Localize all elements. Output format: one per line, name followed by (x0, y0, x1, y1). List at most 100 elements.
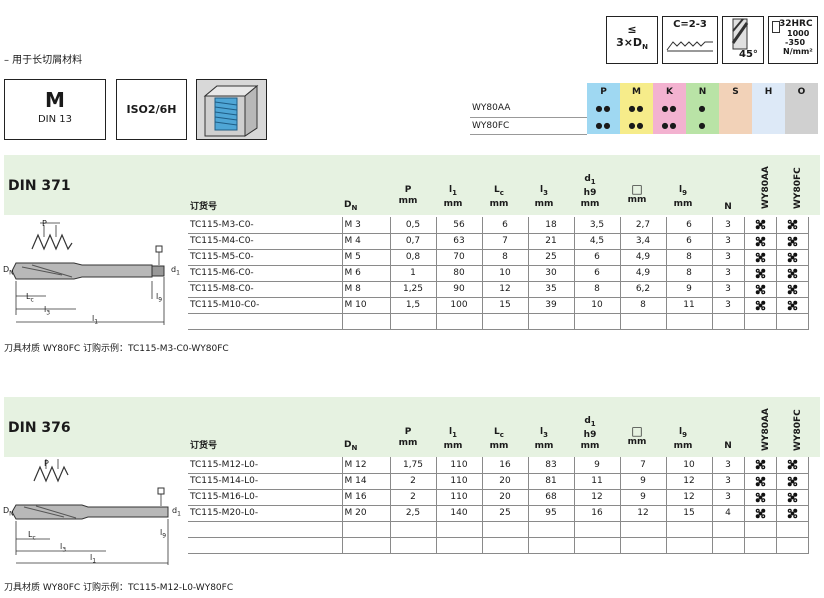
col-header-unit: mm (443, 198, 463, 209)
grade-label: WY80FC (470, 117, 587, 135)
cell-sq: 4,9 (620, 249, 667, 266)
availability-icon (744, 473, 777, 490)
cell-lc: 10 (482, 265, 529, 282)
cell-l3: 81 (528, 473, 575, 490)
cell-d1: 10 (574, 297, 621, 314)
col-header-l3-sub: 3 (543, 430, 548, 439)
cell-l9: 6 (666, 233, 713, 250)
cell-lc: 25 (482, 505, 529, 522)
col-header-l1-sub: 1 (452, 430, 457, 439)
cell-d1: 12 (574, 489, 621, 506)
suitability-dots: ●● (653, 100, 686, 117)
cell-empty (776, 521, 809, 538)
cell-d1: 9 (574, 457, 621, 474)
chamfer-label: C=2-3 (673, 19, 707, 30)
col-header-d1-sub: 1 (590, 419, 596, 428)
availability-icon (776, 233, 809, 250)
col-header-grade-wy80fc: WY80FC (793, 409, 803, 451)
section-title-din376: DIN 376 (8, 420, 71, 436)
cell-l3: 68 (528, 489, 575, 506)
col-header-unit: mm (627, 437, 647, 447)
cell-l1: 110 (436, 489, 483, 506)
cell-sq: 9 (620, 489, 667, 506)
drawing-label-dn-sub: N (9, 510, 14, 518)
cell-d1: 11 (574, 473, 621, 490)
cell-dn: M 6 (342, 265, 391, 282)
cell-p: 1,75 (390, 457, 437, 474)
col-header-d1: d (584, 416, 591, 426)
hardness-line3: -350 (785, 38, 806, 47)
col-header-unit: mm (489, 440, 509, 451)
cell-p: 1,25 (390, 281, 437, 298)
cell-l1: 140 (436, 505, 483, 522)
cell-d1: 4,5 (574, 233, 621, 250)
col-header-grade-wy80fc: WY80FC (793, 167, 803, 209)
cell-p: 1,5 (390, 297, 437, 314)
cell-empty (776, 537, 809, 554)
suitability-empty (785, 117, 818, 134)
hardness-bar-icon (772, 21, 780, 33)
drawing-label-l1: l (90, 553, 93, 562)
cell-d1 (574, 521, 621, 538)
drawing-label-d1-sub: 1 (177, 510, 181, 518)
col-header-p: P (404, 185, 412, 195)
cell-dn: M 20 (342, 505, 391, 522)
suitability-dots: ●● (620, 100, 653, 117)
drawing-label-l3: l (60, 542, 63, 551)
cell-p (390, 537, 437, 554)
cell-l3: 83 (528, 457, 575, 474)
cell-sq: 12 (620, 505, 667, 522)
cell-empty (744, 521, 777, 538)
suitability-empty (719, 117, 752, 134)
drawing-label-l1: l (92, 314, 95, 323)
col-header-unit: mm (534, 198, 554, 209)
cell-dn (342, 313, 391, 330)
helix-label: 45° (739, 49, 758, 60)
col-header-lc-sub: c (499, 188, 504, 197)
thread-depth-icon: ≤ 3×DN (606, 16, 658, 64)
cell-p: 0,8 (390, 249, 437, 266)
col-header-lc-sub: c (499, 430, 504, 439)
cell-l9: 15 (666, 505, 713, 522)
cell-order: TC115-M5-C0- (188, 249, 343, 266)
cell-l9: 9 (666, 281, 713, 298)
suitability-empty (752, 117, 785, 134)
col-header-unit: mm (398, 196, 418, 206)
cell-sq: 4,9 (620, 265, 667, 282)
cell-dn: M 14 (342, 473, 391, 490)
drawing-label-lc: L (28, 530, 33, 539)
material-header-row: P M K N S H O (470, 83, 818, 100)
availability-icon (776, 505, 809, 522)
cell-sq (620, 313, 667, 330)
cell-l3: 30 (528, 265, 575, 282)
cell-l3: 21 (528, 233, 575, 250)
cell-l1: 90 (436, 281, 483, 298)
chamfer-icon: C=2-3 (662, 16, 718, 64)
cell-l9: 10 (666, 457, 713, 474)
col-header-unit: mm (398, 438, 418, 448)
cell-lc (482, 521, 529, 538)
material-col-s: S (719, 83, 752, 100)
suitability-dots: ●● (587, 117, 620, 134)
drawing-label-lc-sub: c (32, 534, 36, 542)
availability-icon (744, 217, 777, 234)
cell-l3: 95 (528, 505, 575, 522)
cell-order: TC115-M12-L0- (188, 457, 343, 474)
cell-d1: 8 (574, 281, 621, 298)
material-group-box: M DIN 13 (4, 79, 106, 140)
drawing-label-l3-sub: 3 (62, 546, 67, 554)
availability-icon (776, 457, 809, 474)
section-title-din371: DIN 371 (8, 178, 71, 194)
material-row: WY80AA ●● ●● ●● ● (470, 100, 818, 118)
section-header-din376 (4, 397, 820, 457)
cell-l9: 6 (666, 217, 713, 234)
cell-d1 (574, 537, 621, 554)
empty-row (188, 537, 809, 554)
drawing-label-l9-sub: 9 (158, 296, 163, 304)
cell-n (712, 537, 745, 554)
material-group-letter: M (45, 88, 65, 112)
drawing-label-l1-sub: 1 (94, 318, 99, 326)
helix-icon: 45° (722, 16, 764, 64)
cell-p: 2 (390, 473, 437, 490)
